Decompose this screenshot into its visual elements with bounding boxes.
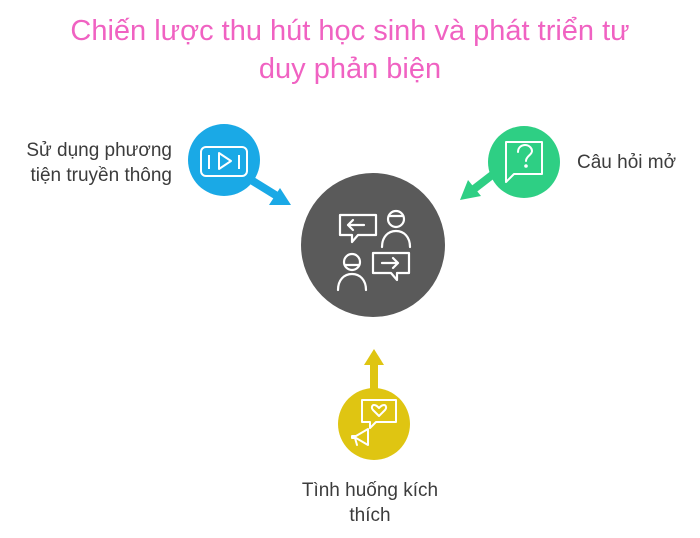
center-node [301,173,445,317]
arrow-question-to-center [460,168,499,200]
media-label: Sử dụng phương tiện truyền thông [10,138,172,188]
megaphone-heart-icon [351,399,397,446]
question-label: Câu hỏi mở [577,150,697,175]
situation-node [338,388,410,460]
situation-label: Tình huống kích thích [250,478,490,528]
video-player-icon [200,146,248,177]
question-bubble-icon [505,141,543,183]
diagram-title: Chiến lược thu hút học sinh và phát triể… [0,12,700,88]
media-label-line-2: tiện truyền thông [30,165,172,186]
title-line-2: duy phản biện [258,53,442,85]
title-line-1: Chiến lược thu hút học sinh và phát triể… [70,15,630,47]
media-label-line-1: Sử dụng phương [26,140,172,161]
media-node [188,124,260,196]
situation-label-line-2: thích [349,505,391,526]
question-label-line-1: Câu hỏi mở [577,152,677,173]
question-node [488,126,560,198]
situation-label-line-1: Tình huống kích [301,480,439,501]
conversation-icon [336,209,412,292]
